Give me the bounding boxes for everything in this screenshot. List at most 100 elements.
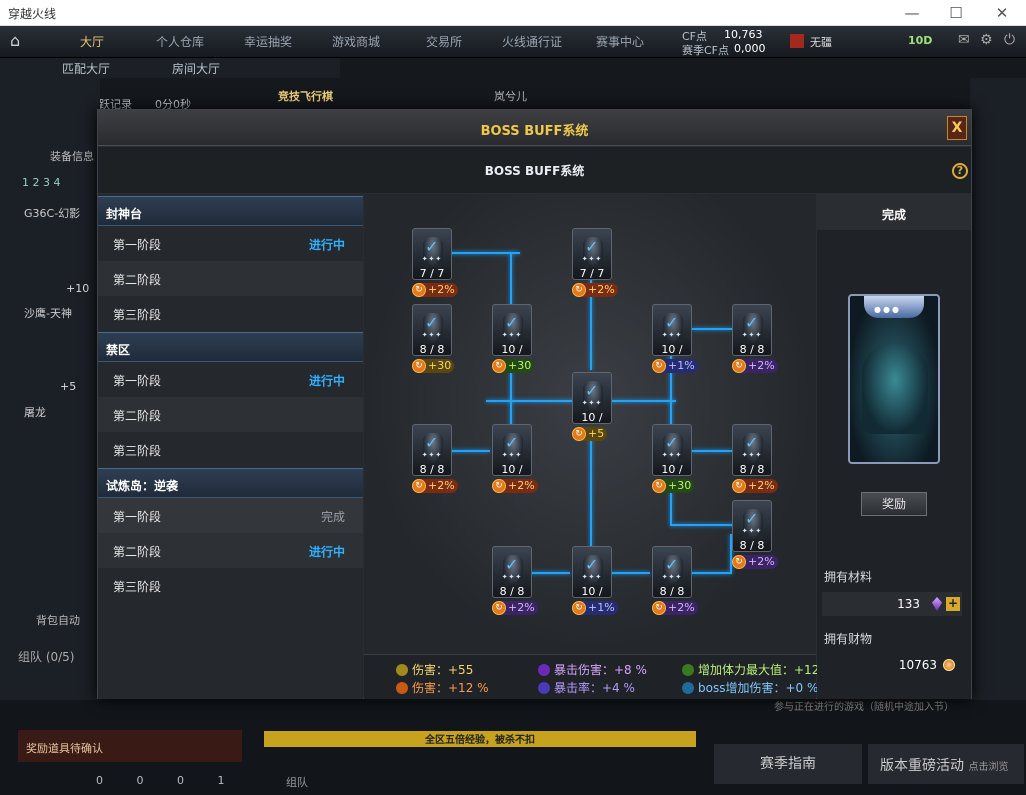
boss-buff-modal: BOSS BUFF系统 X BOSS BUFF系统 ? 封神台 第一阶段进行中 … <box>97 109 972 699</box>
add-material-button[interactable]: + <box>946 596 960 611</box>
maximize-icon[interactable]: ☐ <box>949 4 963 22</box>
nav-shop[interactable]: 游戏商城 <box>331 35 380 49</box>
nav-events[interactable]: 赛事中心 <box>595 35 644 49</box>
buff-node[interactable]: ✓✦✦✦8 / 8↻+2% <box>732 304 778 373</box>
check-icon: ✓ <box>505 313 519 332</box>
buff-node[interactable]: ✓✦✦✦7 / 7 ↻+2% <box>572 228 618 297</box>
home-icon[interactable]: ⌂ <box>10 31 21 50</box>
stage-item[interactable]: 第二阶段进行中 <box>98 533 363 568</box>
mail-icon[interactable]: ✉ <box>958 32 970 48</box>
nav-lucky-draw[interactable]: 幸运抽奖 <box>243 35 292 49</box>
wealth-label: 拥有财物 <box>824 632 873 646</box>
fire-icon <box>396 682 408 694</box>
tab-room-lobby[interactable]: 房间大厅 <box>172 62 221 76</box>
buff-node[interactable]: ✓✦✦✦10 / 10↻+1% <box>652 304 698 373</box>
upgrade-icon: ↻ <box>492 601 506 615</box>
nav-warehouse[interactable]: 个人仓库 <box>155 35 204 49</box>
help-icon[interactable]: ? <box>952 163 968 179</box>
modal-header: BOSS BUFF系统 X <box>98 110 971 146</box>
bottom-counters: 0 0 0 1 <box>96 774 225 787</box>
node-portrait: ✓✦✦✦8 / 8 <box>412 424 452 476</box>
buff-node[interactable]: ✓✦✦✦10 / 10↻+30 <box>652 424 695 493</box>
node-count: 8 / 8 <box>659 585 685 598</box>
node-portrait: ✓✦✦✦7 / 7 <box>572 228 612 280</box>
check-icon: ✓ <box>745 509 759 528</box>
node-count: 8 / 8 <box>739 539 765 552</box>
node-bonus: ↻+2% <box>492 601 538 615</box>
stage-item[interactable]: 第二阶段 <box>98 261 363 296</box>
stage-item[interactable]: 第三阶段 <box>113 444 162 458</box>
weapon-name-1[interactable]: G36C-幻影 <box>24 207 81 220</box>
modal-title: BOSS BUFF系统 <box>480 124 589 139</box>
node-bonus: ↻+2% <box>572 283 618 297</box>
reward-panel: 完成 ●●● 奖励 拥有材料 133 + 拥有财物 10763 <box>817 194 971 699</box>
buff-node[interactable]: ✓✦✦✦8 / 8↻+2% <box>732 424 778 493</box>
buff-node[interactable]: ✓✦✦✦10 / 10↻+1% <box>572 546 618 615</box>
reward-panel-header: 完成 <box>817 194 971 230</box>
materials-value: 133 <box>897 597 920 611</box>
buff-node[interactable]: ✓✦✦✦10 / 10↻+2% <box>492 424 538 493</box>
node-count: 8 / 8 <box>419 343 445 356</box>
check-icon: ✓ <box>585 555 599 574</box>
materials-label: 拥有材料 <box>824 570 873 584</box>
race-badge[interactable]: 竞技飞行棋 <box>278 90 333 103</box>
stage-item[interactable]: 第三阶段 <box>113 580 162 594</box>
tree-line <box>590 280 592 370</box>
node-bonus: ↻+2% <box>732 555 778 569</box>
upgrade-icon: ↻ <box>652 601 666 615</box>
tree-line <box>730 534 732 574</box>
season-guide-button[interactable]: 赛季指南 <box>714 744 862 784</box>
bag-auto-label[interactable]: 背包自动 <box>36 614 80 627</box>
crit-damage-icon <box>538 664 550 676</box>
node-count: 10 / 10 <box>581 411 603 424</box>
buff-node[interactable]: ✓✦✦✦10 / 10↻+30 <box>492 304 535 373</box>
wealth-value: 10763 <box>898 658 937 672</box>
stage-status: 完成 <box>320 510 345 524</box>
nav-lobby[interactable]: 大厅 <box>79 35 104 49</box>
weapon-name-3[interactable]: 屠龙 <box>24 406 46 419</box>
nav-exchange[interactable]: 交易所 <box>425 35 462 49</box>
weapon-name-2[interactable]: 沙鹰-天神 <box>24 307 72 320</box>
stage-item[interactable]: 第一阶段完成 <box>98 498 363 533</box>
gear-icon[interactable]: ⚙ <box>980 32 993 48</box>
reward-button[interactable]: 奖励 <box>861 492 927 516</box>
buff-node[interactable]: ✓✦✦✦8 / 8↻+2% <box>652 546 698 615</box>
buff-node[interactable]: ✓✦✦✦8 / 8↻+30 <box>412 304 455 373</box>
stage-item[interactable]: 第三阶段 <box>113 308 162 322</box>
buff-node[interactable]: ✓✦✦✦7 / 7↻+2% <box>412 228 458 297</box>
season-cf-label: 赛季CF点 <box>682 44 730 57</box>
upgrade-icon: ↻ <box>732 479 746 493</box>
slot-tabs[interactable]: 1 2 3 4 <box>22 176 61 189</box>
minimize-icon[interactable]: — <box>904 4 920 22</box>
node-count: 10 / 10 <box>501 463 523 476</box>
node-bonus: ↻+2% <box>732 359 778 373</box>
modal-subheader: BOSS BUFF系统 ? <box>98 147 971 193</box>
buff-node[interactable]: ✓✦✦✦10 / 10↻+5 <box>572 372 612 441</box>
clan-flag-icon <box>790 34 804 48</box>
coin-icon <box>943 659 955 671</box>
buff-node[interactable]: ✓✦✦✦8 / 8↻+2% <box>732 500 778 569</box>
node-portrait: ✓✦✦✦10 / 10 <box>572 372 612 424</box>
close-button[interactable]: X <box>947 116 967 140</box>
window-title: 穿越火线 <box>8 7 57 21</box>
version-event-button[interactable]: 版本重磅活动 点击浏览 <box>868 744 1024 784</box>
tree-line <box>670 524 740 526</box>
buff-node[interactable]: ✓✦✦✦8 / 8↻+2% <box>412 424 458 493</box>
stage-item[interactable]: 第一阶段进行中 <box>113 374 345 388</box>
tree-line <box>692 328 732 330</box>
close-window-icon[interactable]: ✕ <box>995 4 1009 22</box>
check-icon: ✓ <box>665 555 679 574</box>
node-bonus: ↻+30 <box>492 359 535 373</box>
reward-pending-banner[interactable]: 奖励道具待确认 <box>18 730 242 762</box>
right-background-panel <box>970 78 1026 795</box>
group-header: 封神台 <box>98 196 363 226</box>
tab-match-lobby[interactable]: 匹配大厅 <box>62 62 111 76</box>
check-icon: ✓ <box>505 433 519 452</box>
upgrade-icon: ↻ <box>492 359 506 373</box>
buff-node[interactable]: ✓✦✦✦8 / 8↻+2% <box>492 546 538 615</box>
power-icon[interactable]: ⏻ <box>1004 32 1016 48</box>
nav-battle-pass[interactable]: 火线通行证 <box>501 35 562 49</box>
upgrade-icon: ↻ <box>732 359 746 373</box>
stage-item[interactable]: 第一阶段进行中 <box>113 238 345 252</box>
stage-item[interactable]: 第二阶段 <box>98 397 363 432</box>
